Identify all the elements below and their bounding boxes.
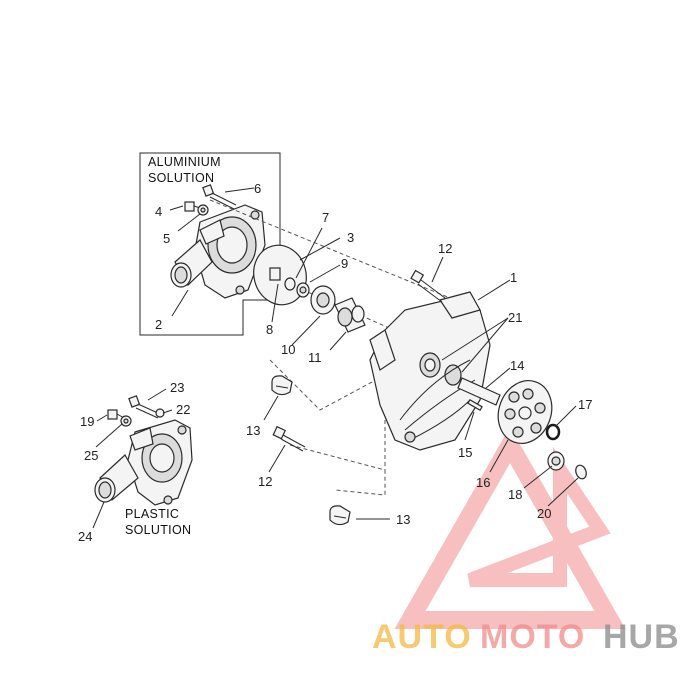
screw-12-top	[410, 269, 446, 303]
part-label-11: 11	[308, 350, 322, 365]
part-label-6: 6	[254, 181, 261, 196]
screw-6	[202, 184, 237, 210]
part-label-5: 5	[163, 231, 170, 246]
washer-9	[296, 282, 310, 298]
part-label-20: 20	[537, 506, 551, 521]
rotor-16	[497, 380, 553, 444]
washer-20	[575, 464, 587, 480]
impeller-10	[310, 285, 336, 315]
part-label-13-bottom: 13	[396, 512, 410, 527]
part-label-12-top: 12	[438, 241, 452, 256]
screw-23	[128, 395, 161, 419]
part-labels: 1 2 3 4 5 6 7 8 9 10 11 12 12 13 13 14 1…	[78, 181, 592, 544]
leader-lines	[92, 187, 579, 529]
shaft-14	[457, 377, 501, 406]
plastic-caption-line2: SOLUTION	[125, 523, 191, 537]
washer-22	[155, 408, 165, 418]
watermark-part-auto: AUTO	[372, 618, 472, 656]
part-label-15: 15	[458, 445, 472, 460]
washer-25	[120, 415, 132, 427]
part-label-2: 2	[155, 317, 162, 332]
seal-8	[269, 267, 281, 281]
part-label-1: 1	[510, 270, 517, 285]
part-label-24: 24	[78, 529, 92, 544]
pump-cover-plastic	[94, 419, 193, 506]
part-label-13-top: 13	[246, 423, 260, 438]
aluminium-caption-line2: SOLUTION	[148, 171, 214, 185]
watermark-text: AUTO MOTO HUB	[372, 618, 680, 656]
part-label-19: 19	[80, 414, 94, 429]
plastic-solution-group: PLASTIC SOLUTION	[94, 395, 193, 537]
part-label-16: 16	[476, 475, 490, 490]
part-label-18: 18	[508, 487, 522, 502]
part-label-17: 17	[578, 397, 592, 412]
watermark-part-moto: MOTO	[480, 618, 585, 656]
part-label-4: 4	[155, 204, 162, 219]
pump-cover-aluminium	[170, 204, 266, 299]
part-label-14: 14	[510, 358, 524, 373]
clip-13-bottom	[329, 505, 351, 526]
aluminium-caption-line1: ALUMINIUM	[148, 155, 221, 169]
pin-15	[467, 398, 483, 412]
washer-5	[197, 204, 209, 216]
plastic-caption-line1: PLASTIC	[125, 507, 179, 521]
part-label-9: 9	[341, 256, 348, 271]
nut-7	[284, 277, 296, 291]
watermark-part-hub: HUB	[603, 618, 680, 656]
aluminium-solution-group: ALUMINIUM SOLUTION	[139, 152, 281, 336]
mechanical-seal-11	[334, 297, 366, 333]
part-label-12-bottom: 12	[258, 474, 272, 489]
pump-housing-1	[369, 291, 491, 451]
part-label-23: 23	[170, 380, 184, 395]
part-label-3: 3	[347, 230, 354, 245]
part-label-8: 8	[266, 322, 273, 337]
part-label-25: 25	[84, 448, 98, 463]
part-label-7: 7	[322, 210, 329, 225]
part-label-10: 10	[281, 342, 295, 357]
part-label-21: 21	[508, 310, 522, 325]
o-ring-17	[545, 423, 561, 441]
clip-13-top	[271, 375, 293, 396]
watermark-logo	[394, 426, 626, 629]
part-label-22: 22	[176, 402, 190, 417]
screw-12-bottom	[272, 425, 306, 452]
bushing-18	[547, 451, 565, 471]
